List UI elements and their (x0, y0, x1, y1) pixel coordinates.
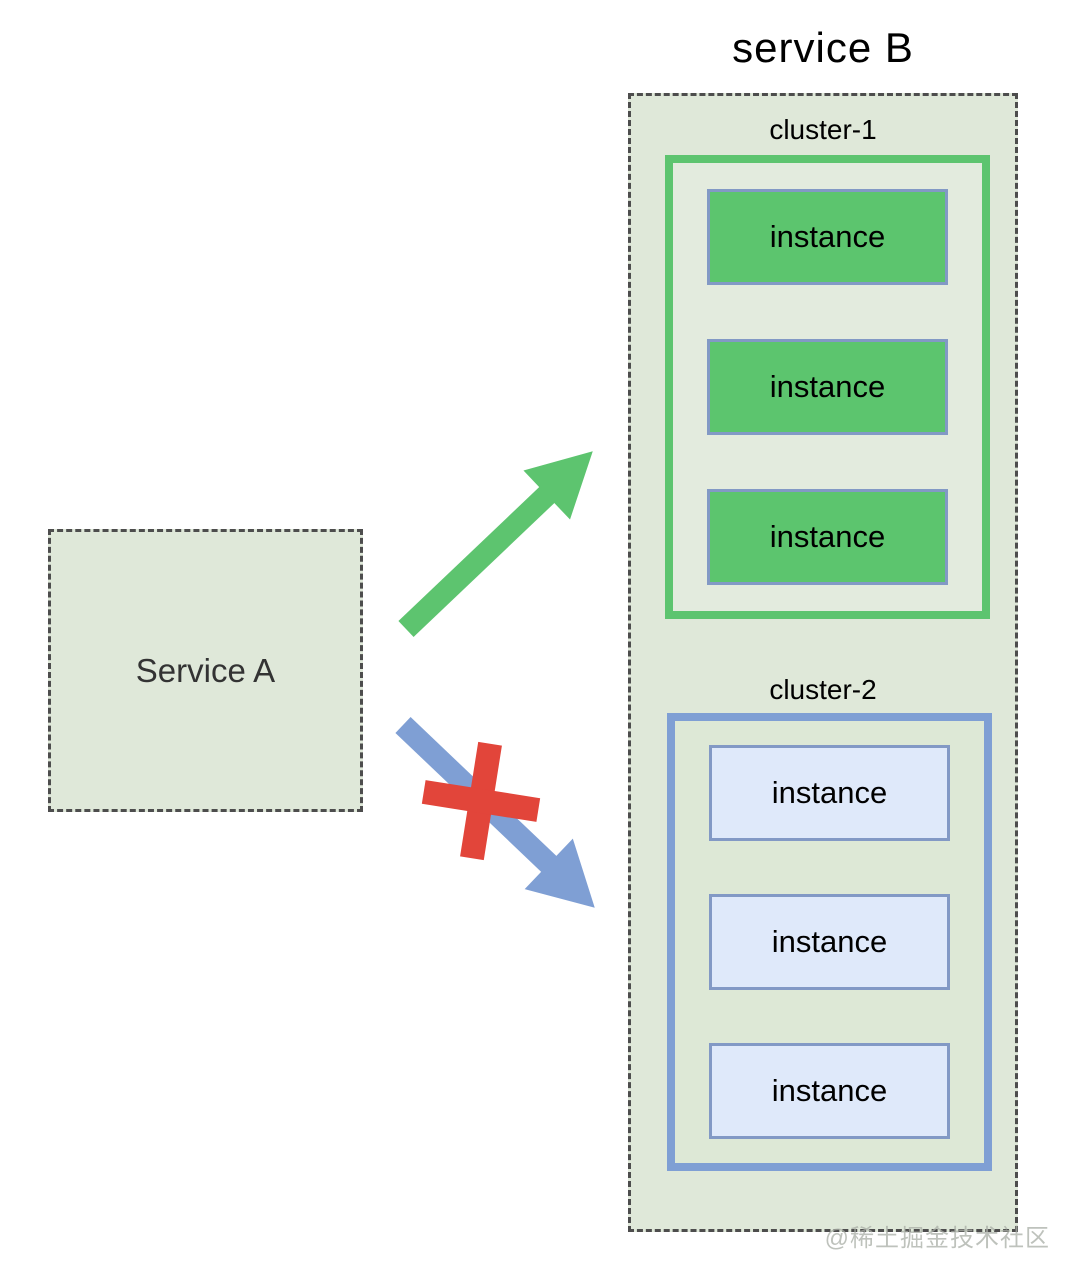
allowed-arrow-icon (398, 451, 593, 637)
cluster-2-instance: instance (709, 745, 950, 841)
cluster-1-instance: instance (707, 189, 948, 285)
instance-label: instance (771, 775, 888, 810)
blocked-cross-icon (421, 741, 541, 861)
cluster-2-label: cluster-2 (769, 674, 877, 705)
instance-label: instance (771, 924, 888, 959)
instance-label: instance (771, 1073, 888, 1108)
service-a-label: Service A (135, 651, 276, 689)
instance-label: instance (769, 219, 886, 254)
instance-label: instance (769, 519, 886, 554)
cluster-2-instance: instance (709, 894, 950, 990)
instance-label: instance (769, 369, 886, 404)
cluster-1-label: cluster-1 (769, 114, 877, 145)
cluster-1-instance: instance (707, 339, 948, 435)
watermark: @稀土掘金技术社区 (824, 1225, 1050, 1252)
cluster-1-instance: instance (707, 489, 948, 585)
service-b-title: service B (732, 24, 914, 71)
cluster-2-box: instance instance instance (667, 713, 992, 1171)
service-a-box: Service A (48, 529, 363, 812)
blocked-arrow-icon (395, 717, 595, 908)
cluster-2-instance: instance (709, 1043, 950, 1139)
cluster-1-box: instance instance instance (665, 155, 990, 619)
service-b-container: cluster-1 instance instance instance clu… (628, 93, 1018, 1232)
